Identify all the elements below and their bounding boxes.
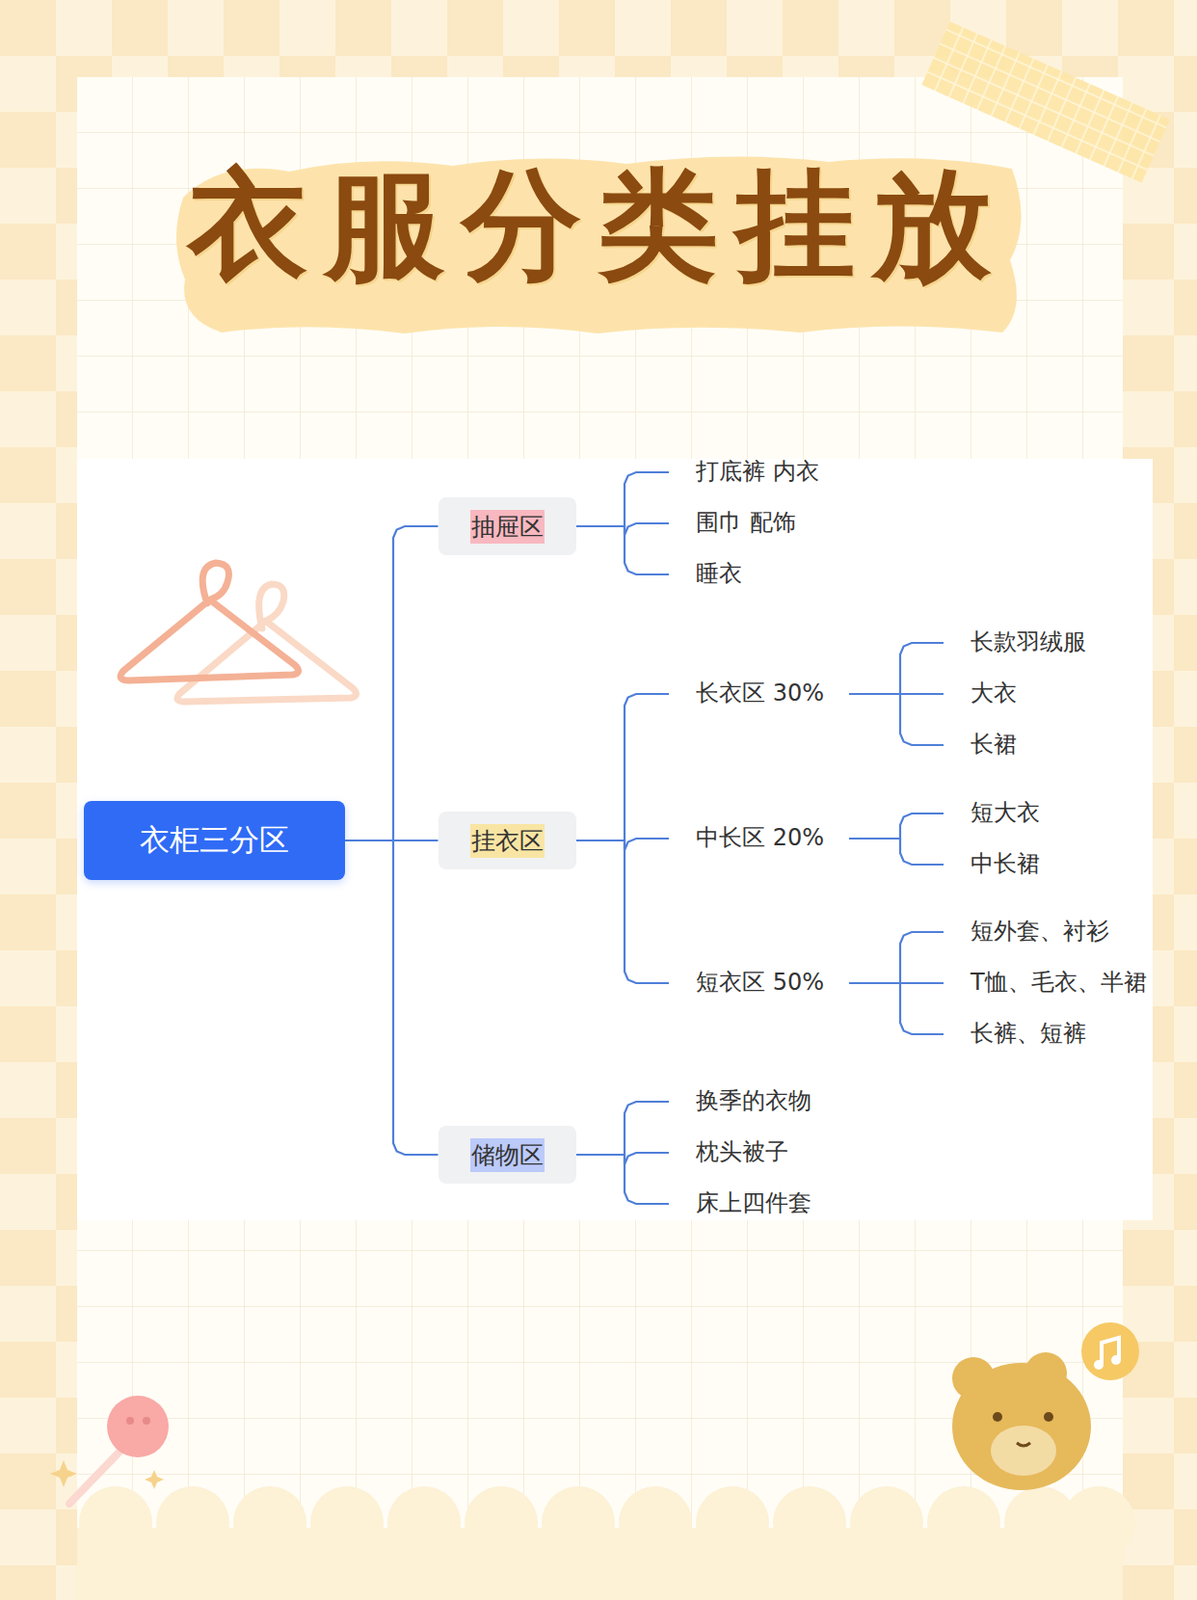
branch-connector xyxy=(576,526,670,575)
node-text: 长裙 xyxy=(970,730,1017,758)
node-text: 床上四件套 xyxy=(695,1189,812,1217)
node-text: 短外套、衬衫 xyxy=(970,917,1110,945)
branch-connector xyxy=(849,983,944,1035)
branch-connector xyxy=(849,931,944,984)
zone-box: 抽屉区 xyxy=(438,497,577,556)
item-label: 换季的衣物 xyxy=(695,1086,812,1117)
title-banner: 衣服分类挂放 xyxy=(0,144,1197,309)
mindmap-panel xyxy=(77,458,1153,1221)
node-text: 围巾 配饰 xyxy=(695,508,797,536)
branch-connector xyxy=(576,472,670,527)
item-label: 枕头被子 xyxy=(695,1137,789,1168)
node-text: 长款羽绒服 xyxy=(970,628,1087,656)
node-text: 储物区 xyxy=(470,1138,545,1172)
branch-connector xyxy=(849,813,944,839)
zone-box: 挂衣区 xyxy=(438,811,577,870)
zone-box: 储物区 xyxy=(438,1125,577,1184)
node-text: T恤、毛衣、半裙 xyxy=(970,968,1147,996)
bear-icon xyxy=(952,1322,1140,1490)
node-text: 换季的衣物 xyxy=(695,1087,812,1115)
item-label: T恤、毛衣、半裙 xyxy=(970,967,1147,998)
node-text: 中长区 20% xyxy=(695,824,825,852)
branch-connector xyxy=(576,693,670,841)
root-box: 衣柜三分区 xyxy=(83,800,346,880)
lollipop-icon xyxy=(50,1395,169,1504)
item-label: 短外套、衬衫 xyxy=(970,916,1110,947)
item-label: 长款羽绒服 xyxy=(970,627,1087,658)
sub-zone-label: 中长区 20% xyxy=(695,823,825,853)
item-label: 中长裙 xyxy=(970,849,1040,879)
node-text: 衣柜三分区 xyxy=(139,820,290,861)
sub-zone-label: 短衣区 50% xyxy=(695,967,825,998)
item-label: 打底裤 内衣 xyxy=(695,456,820,487)
node-text: 枕头被子 xyxy=(695,1138,789,1166)
node-text: 抽屉区 xyxy=(470,509,545,544)
branch-connector xyxy=(576,840,670,984)
branch-connector xyxy=(345,840,439,1155)
node-text: 大衣 xyxy=(970,679,1017,707)
node-text: 长衣区 30% xyxy=(695,679,825,707)
item-label: 长裤、短裤 xyxy=(970,1018,1087,1049)
title-text: 衣服分类挂放 xyxy=(187,146,1010,308)
node-text: 短衣区 50% xyxy=(695,968,825,996)
item-label: 床上四件套 xyxy=(695,1188,812,1219)
branch-connector xyxy=(576,1154,670,1204)
node-text: 挂衣区 xyxy=(470,824,545,858)
node-text: 中长裙 xyxy=(970,850,1040,878)
branch-connector xyxy=(576,1101,670,1155)
item-label: 大衣 xyxy=(970,678,1017,709)
item-label: 睡衣 xyxy=(695,558,743,589)
item-label: 短大衣 xyxy=(970,798,1040,828)
branch-connector xyxy=(849,838,944,865)
scallop-edge xyxy=(77,1486,1136,1600)
branch-connector xyxy=(345,526,439,841)
branch-connector xyxy=(849,693,944,745)
item-label: 围巾 配饰 xyxy=(695,507,797,538)
node-text: 打底裤 内衣 xyxy=(695,457,820,485)
item-label: 长裙 xyxy=(970,729,1017,760)
node-text: 长裤、短裤 xyxy=(970,1019,1087,1047)
branch-connector xyxy=(576,523,670,535)
branch-connector xyxy=(849,642,944,694)
hanger-icon xyxy=(120,562,356,702)
sub-zone-label: 长衣区 30% xyxy=(695,678,825,709)
node-text: 睡衣 xyxy=(695,559,743,587)
node-text: 短大衣 xyxy=(970,798,1040,826)
